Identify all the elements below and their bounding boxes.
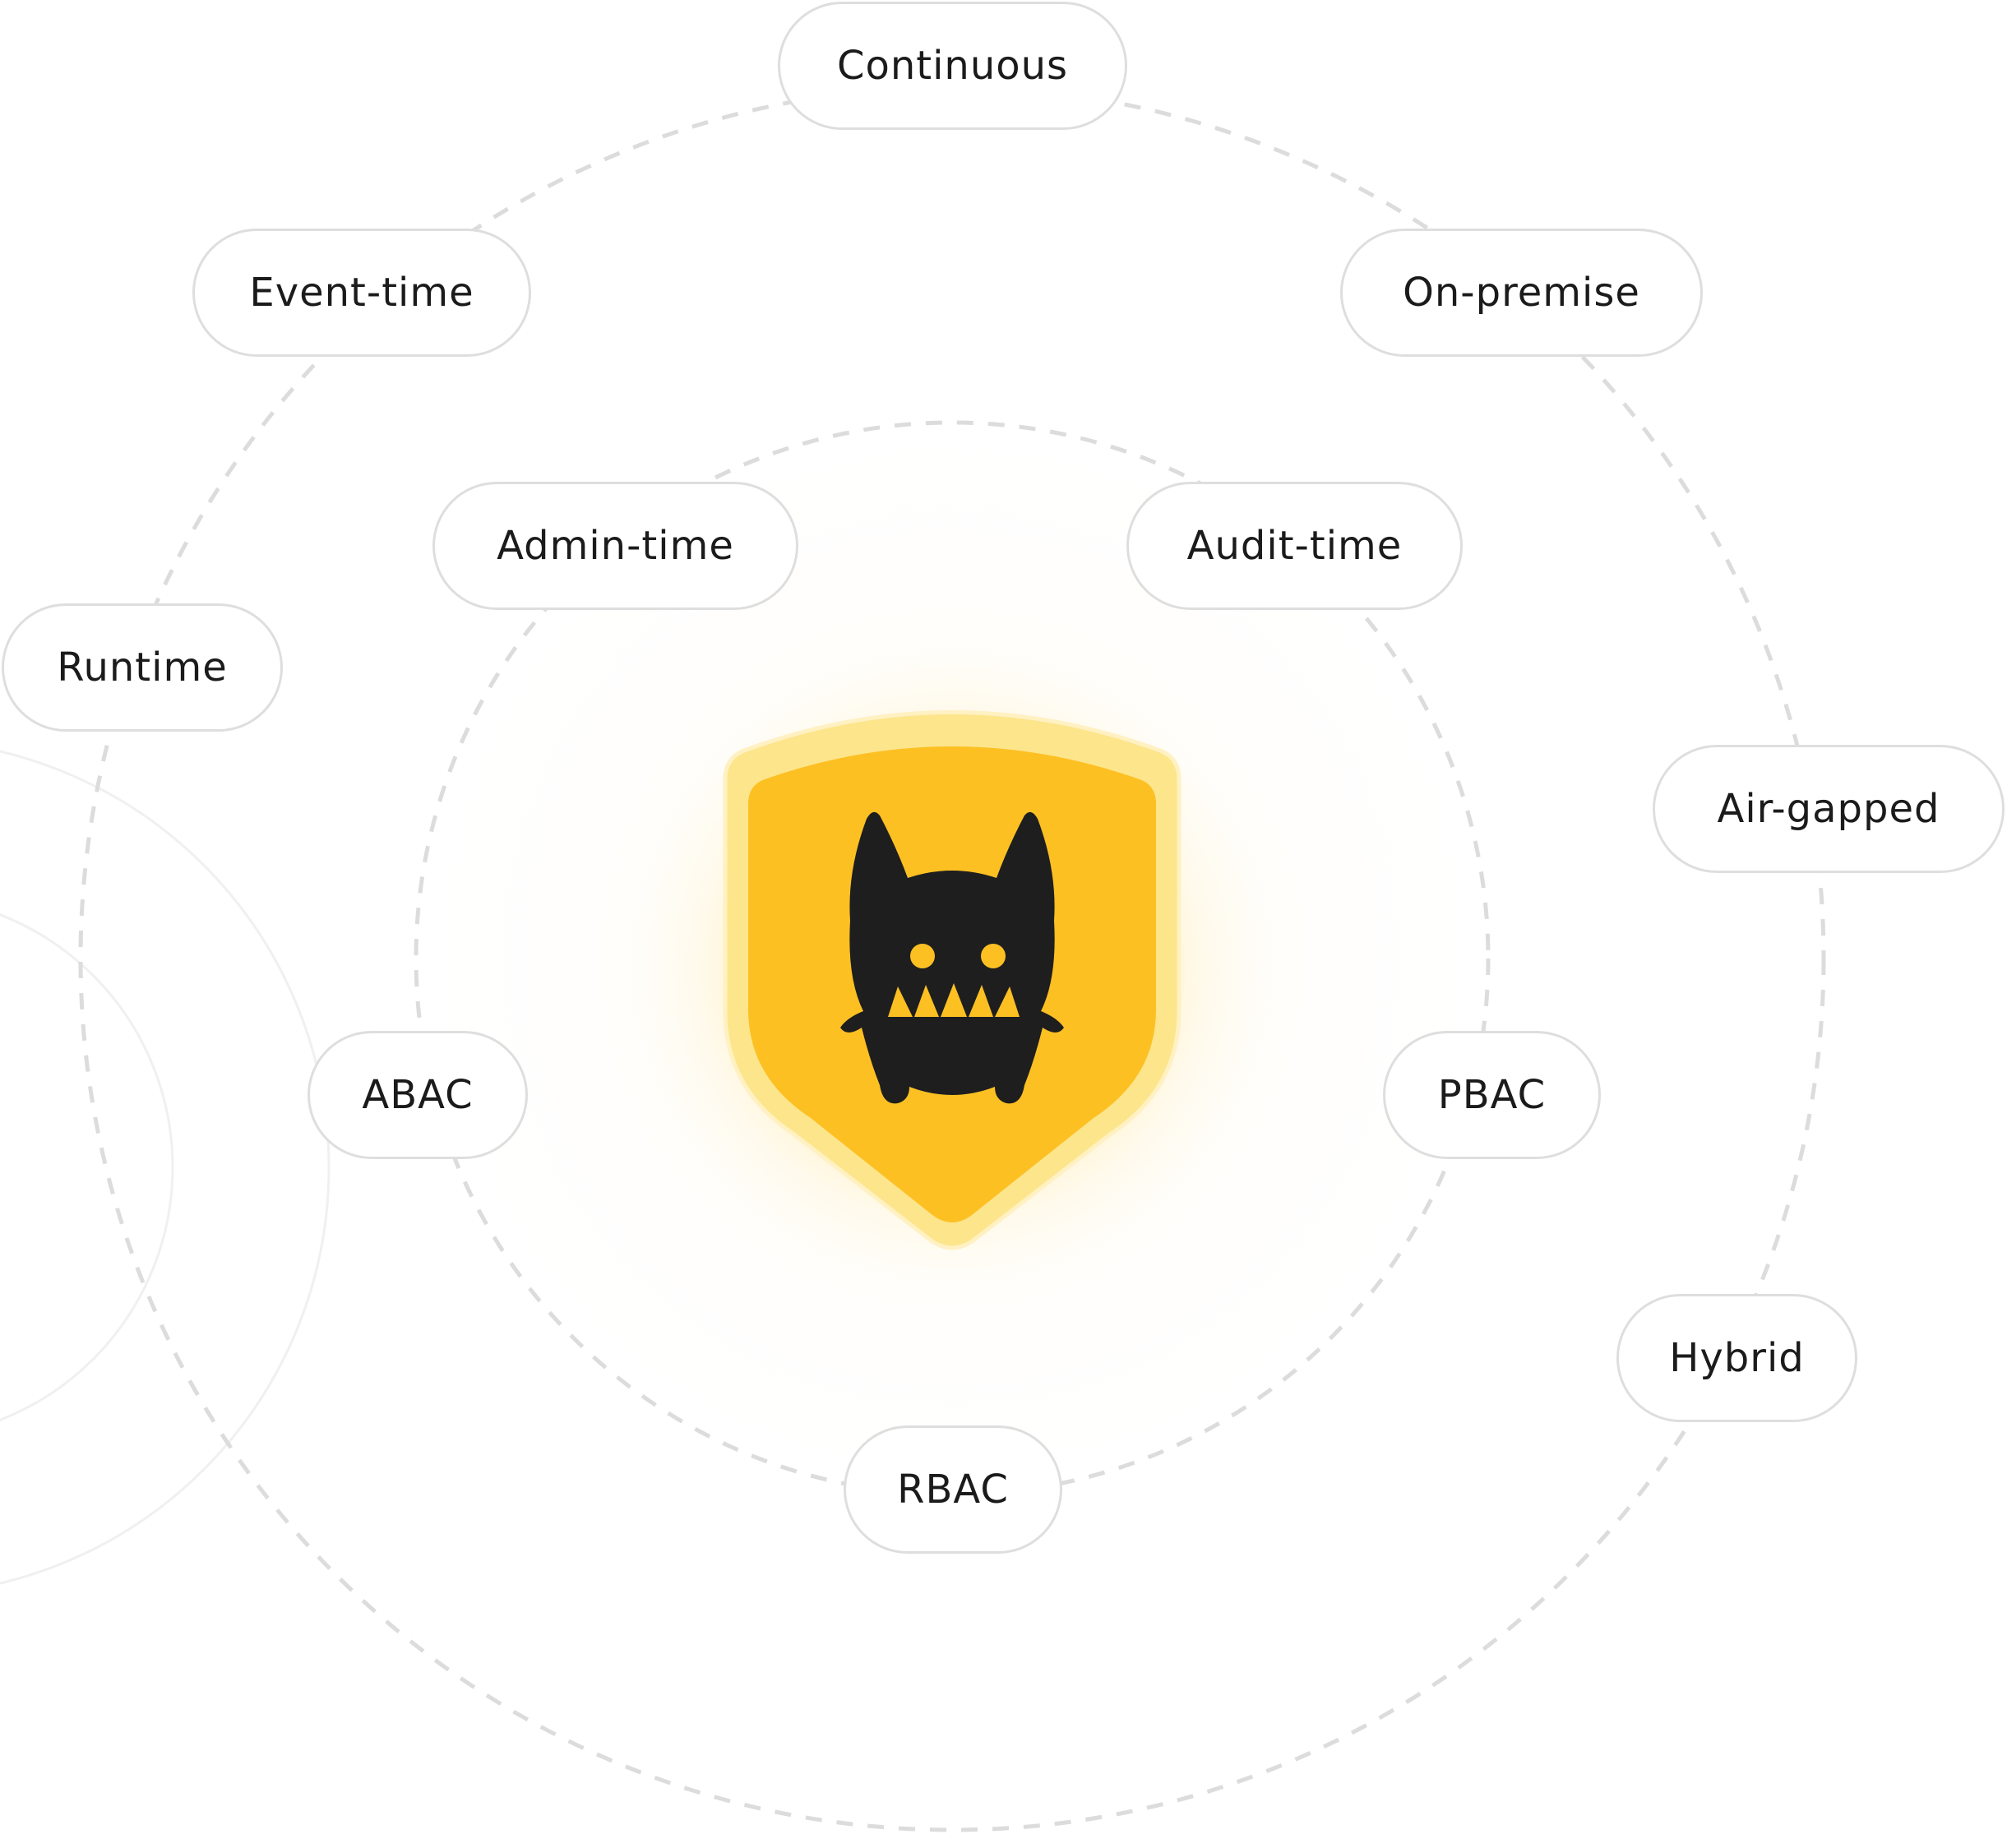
mascot-left-eye [910, 944, 935, 968]
inner-ring [414, 420, 1491, 1497]
label-on-premise-text: On-premise [1403, 270, 1640, 316]
label-audit-time-text: Audit-time [1186, 523, 1403, 569]
label-continuous-text: Continuous [836, 43, 1069, 89]
label-continuous: Continuous [778, 2, 1127, 130]
monster-mascot-icon [840, 811, 1064, 1104]
label-abac-text: ABAC [362, 1072, 474, 1118]
label-rbac: RBAC [844, 1425, 1062, 1554]
label-rbac-text: RBAC [897, 1467, 1009, 1513]
label-hybrid: Hybrid [1616, 1294, 1857, 1422]
label-audit-time: Audit-time [1126, 482, 1463, 610]
label-admin-time: Admin-time [432, 482, 798, 610]
label-runtime-text: Runtime [57, 644, 228, 691]
label-pbac: PBAC [1383, 1031, 1601, 1159]
label-pbac-text: PBAC [1437, 1072, 1547, 1118]
mascot-right-eye [981, 944, 1006, 968]
label-air-gapped-text: Air-gapped [1717, 786, 1940, 832]
label-event-time: Event-time [192, 229, 531, 357]
label-runtime: Runtime [2, 603, 283, 732]
label-air-gapped: Air-gapped [1653, 745, 2005, 873]
label-event-time-text: Event-time [249, 270, 474, 316]
label-on-premise: On-premise [1340, 229, 1703, 357]
mascot-teeth [888, 983, 1020, 1017]
faint-background-arcs [0, 750, 331, 1585]
label-admin-time-text: Admin-time [497, 523, 734, 569]
label-abac: ABAC [308, 1031, 528, 1159]
label-hybrid-text: Hybrid [1669, 1335, 1805, 1381]
